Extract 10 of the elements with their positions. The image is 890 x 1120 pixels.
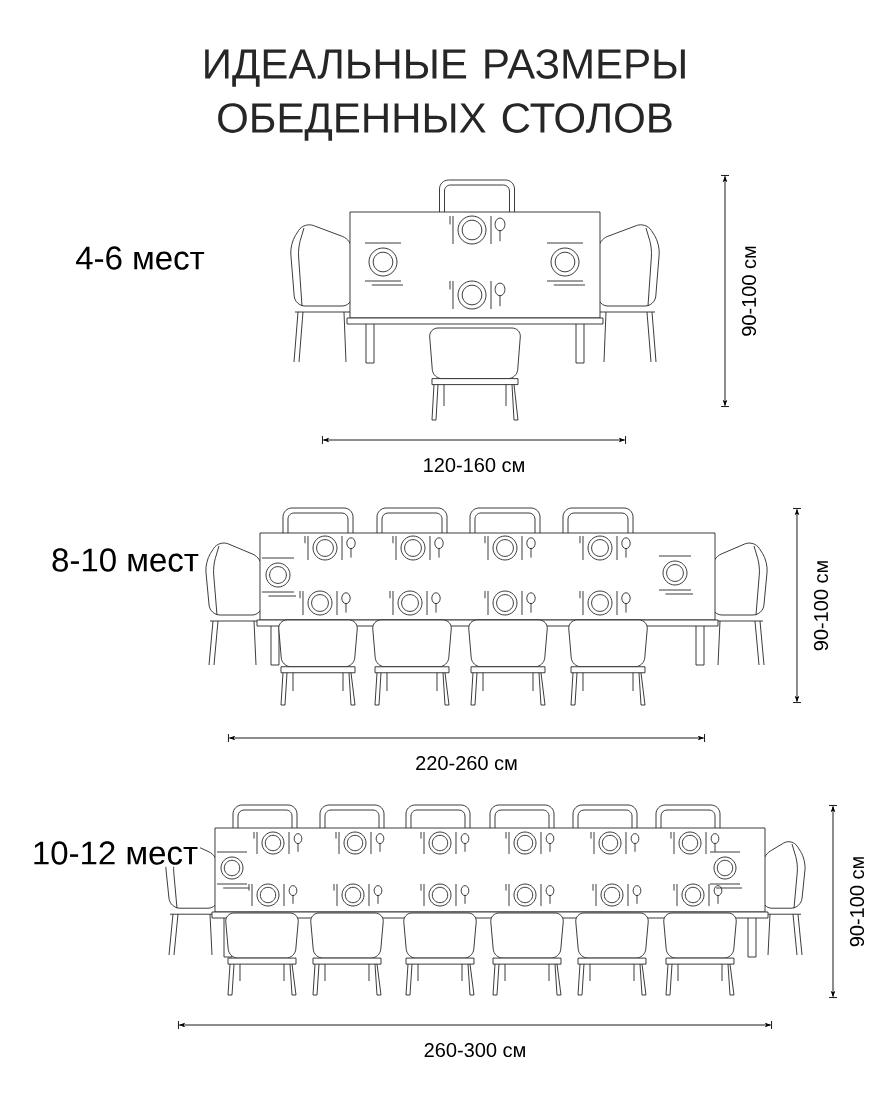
dimension-label: 120-160 см [424, 457, 524, 473]
seat-count-label: 10-12 мест [29, 839, 201, 867]
seat-count-label: 4-6 мест [73, 244, 207, 272]
dimension-label: 90-100 см [849, 857, 865, 947]
dimension-label: 260-300 см [424, 1042, 525, 1058]
seat-count-label: 8-10 мест [49, 546, 201, 574]
title: ИДЕАЛЬНЫЕ РАЗМЕРЫ ОБЕДЕННЫХ СТОЛОВ [205, 49, 685, 141]
dimension-label: 220-260 см [416, 755, 517, 771]
dimension-label: 90-100 см [741, 246, 757, 336]
dimension-label: 90-100 см [813, 561, 829, 651]
